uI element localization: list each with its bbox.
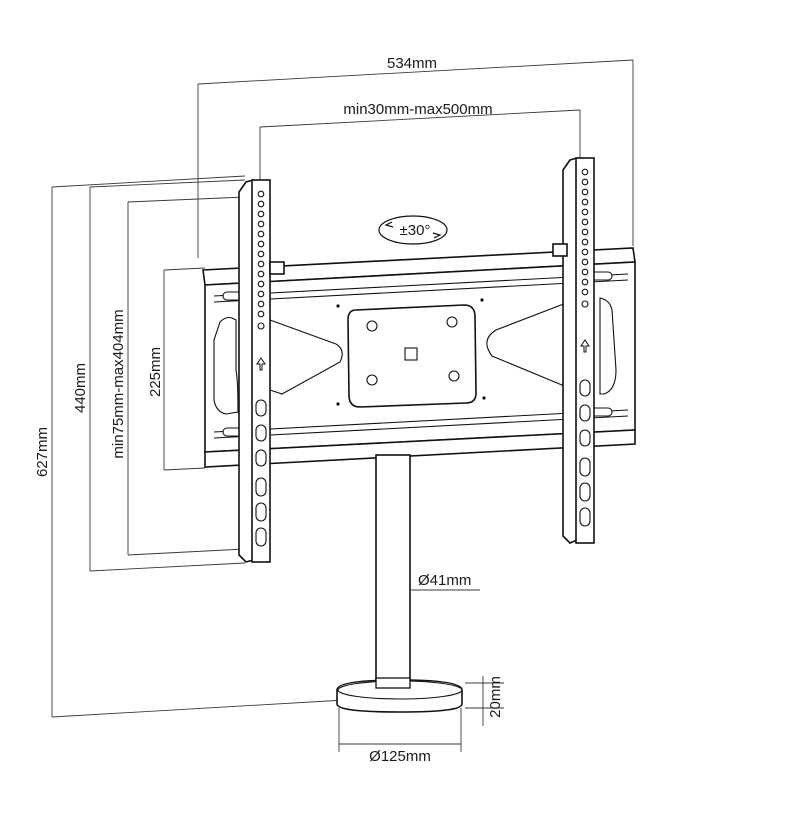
base-height-label: 20mm [487, 676, 504, 718]
right-arm-slots [579, 379, 591, 527]
right-vertical-arm [552, 156, 595, 544]
dimension-440-group: 440mm [72, 179, 246, 572]
pole: Ø41mm [375, 454, 480, 696]
right-arm-holes [581, 168, 589, 308]
mount-plate [202, 247, 636, 468]
dimension-vesa-vertical-group: min75mm-max404mm [110, 196, 246, 556]
tilt-arrow-ellipse [378, 215, 448, 245]
plate-side-cutout-left [213, 316, 239, 415]
overall-height-label: 627mm [34, 427, 51, 477]
dimension-225-group: 225mm [147, 267, 206, 471]
tilt-arrowhead-left-icon [384, 221, 394, 228]
left-arm-face [251, 179, 271, 563]
base: 20mm Ø125mm [336, 676, 504, 765]
base-plate [336, 679, 463, 713]
plate-bolt-hole [366, 374, 378, 386]
plate-triangle-cutout-left [269, 319, 343, 395]
overall-width-label: 534mm [387, 55, 437, 72]
plate-side-cutout-right [599, 297, 617, 395]
right-arm-hook [552, 243, 568, 257]
right-arm-face [575, 157, 595, 544]
base-diameter-label: Ø125mm [369, 748, 431, 765]
vesa-vertical-label: min75mm-max404mm [110, 309, 127, 458]
left-arm-up-arrow-icon [256, 357, 266, 371]
right-arm-side [562, 156, 578, 544]
left-arm-slots [255, 399, 267, 547]
vesa-horizontal-label: min30mm-max500mm [343, 101, 492, 118]
tilt-arrowhead-right-icon [432, 232, 442, 239]
tilt-label: ±30° [400, 222, 431, 239]
dimension-627-group: 627mm [34, 175, 346, 718]
left-vertical-arm [238, 178, 285, 563]
plate-bolt-hole [366, 320, 378, 332]
plate-lock-slot [404, 347, 418, 361]
right-arm-up-arrow-icon [580, 339, 590, 353]
arm-height-label: 440mm [72, 363, 89, 413]
plate-triangle-cutout-right [486, 299, 575, 391]
tilt-indicator: ±30° [378, 215, 448, 245]
plate-bottom-lip [204, 429, 636, 468]
left-arm-side [238, 178, 254, 563]
dimension-534-group: 534mm [197, 55, 634, 258]
plate-height-label: 225mm [147, 347, 164, 397]
pole-tube [375, 454, 411, 696]
left-arm-hook [269, 261, 285, 275]
left-arm-holes [257, 190, 265, 330]
plate-bolt-hole [448, 370, 460, 382]
plate-bolt-hole [446, 316, 458, 328]
dimension-vesa-horizontal-group: min30mm-max500mm [259, 101, 581, 180]
pole-diameter-label: Ø41mm [418, 572, 471, 589]
